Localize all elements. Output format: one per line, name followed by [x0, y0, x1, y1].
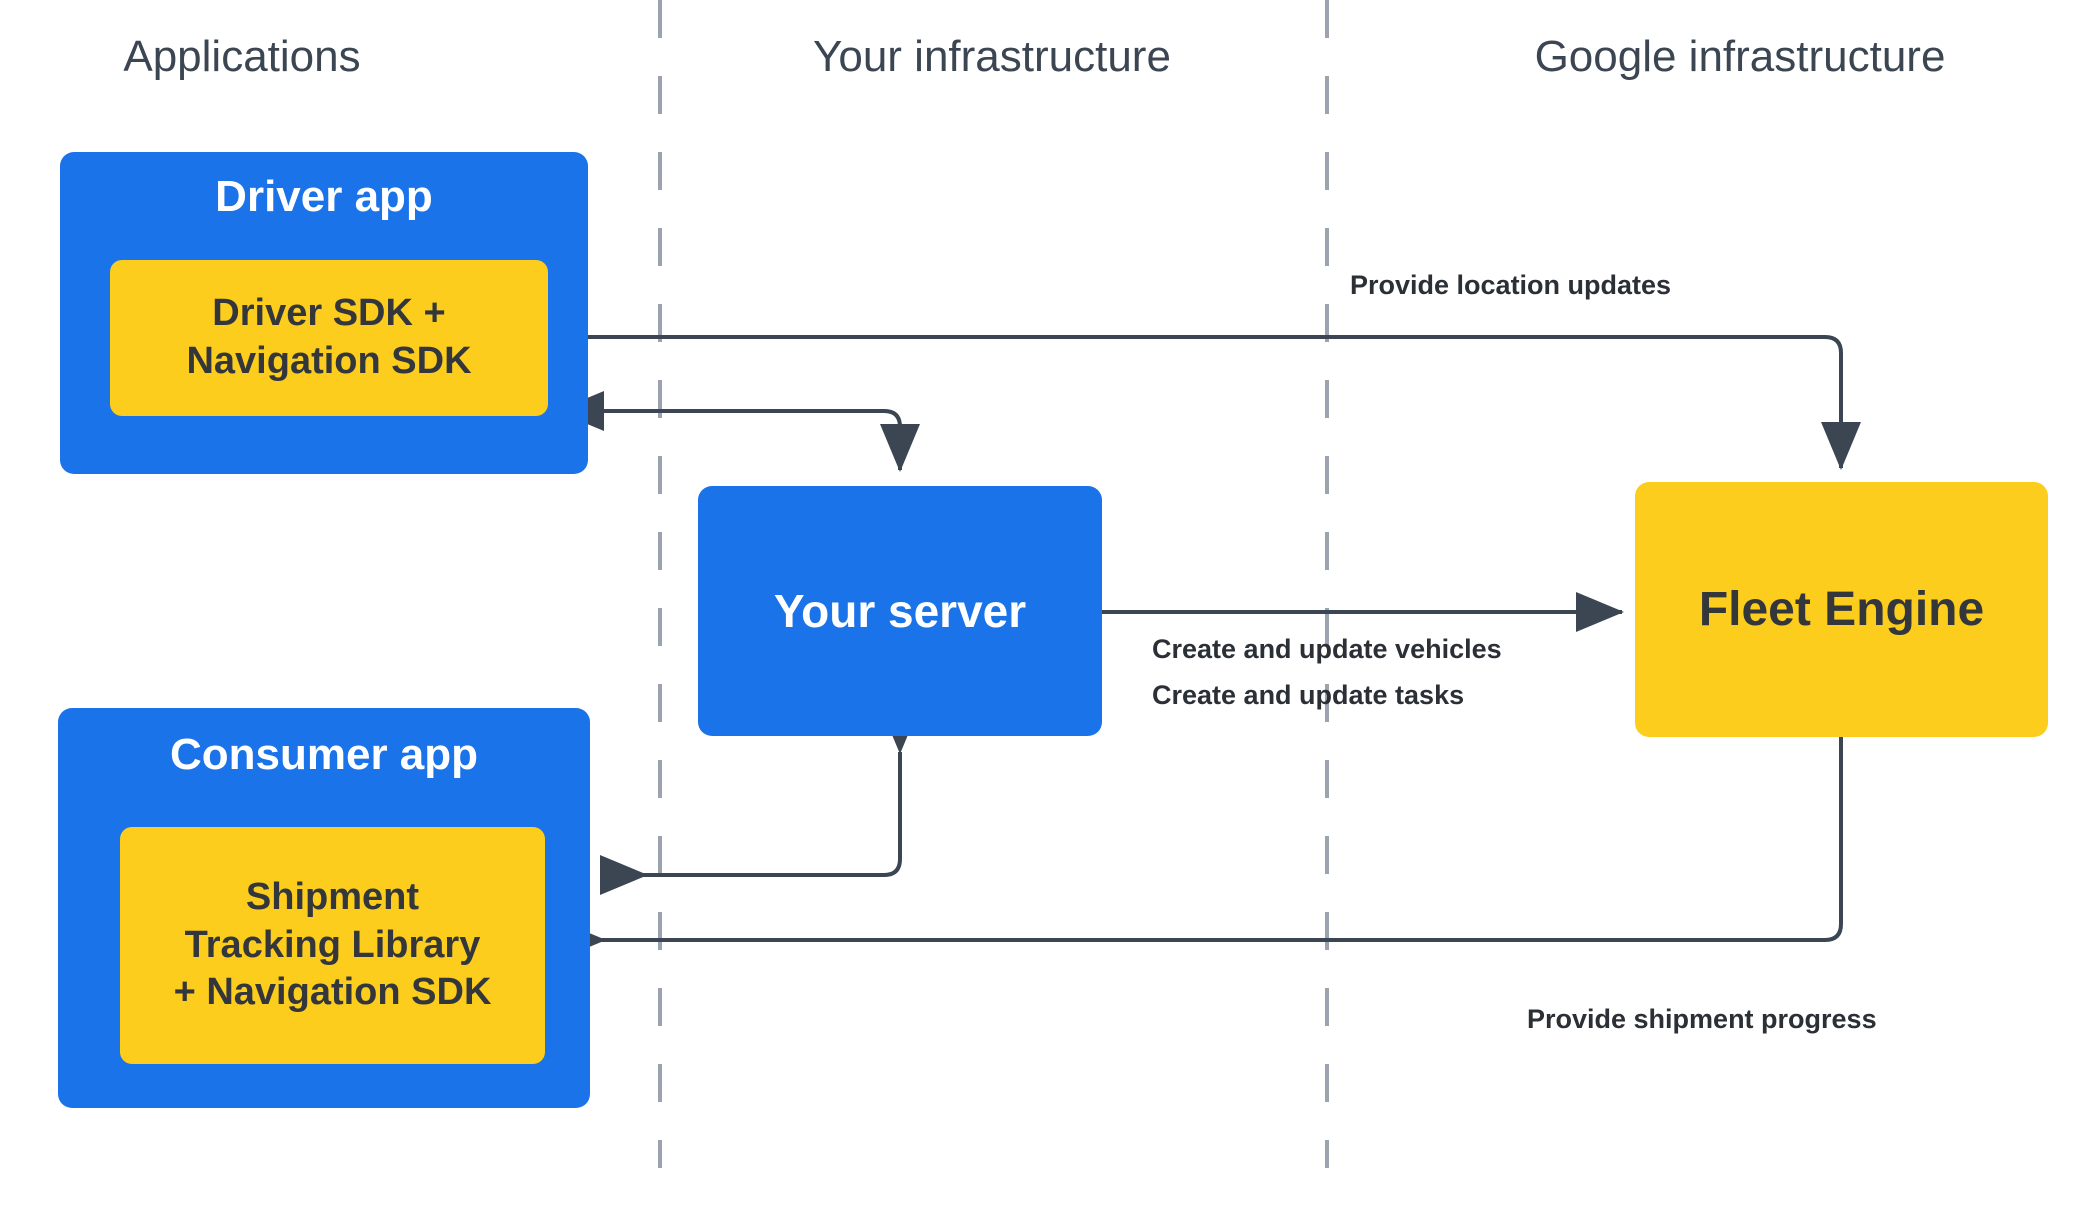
- edge-label-create-update-vehicles: Create and update vehicles: [1152, 634, 1502, 664]
- driver-sdk-line-2: Navigation SDK: [186, 340, 472, 382]
- node-fleet-engine[interactable]: Fleet Engine: [1635, 482, 2048, 737]
- shipment-tracking-line-1: Shipment: [245, 875, 420, 918]
- edge-your-server-to-driver-app: [556, 391, 920, 472]
- driver-sdk-line-1: Driver SDK +: [212, 292, 446, 335]
- edge-fleet-engine-to-driver-sdk: [520, 317, 1861, 470]
- column-header-your-infrastructure: Your infrastructure: [813, 32, 1171, 81]
- fleet-engine-label: Fleet Engine: [1698, 583, 1985, 636]
- shipment-tracking-line-3: + Navigation SDK: [173, 971, 492, 1014]
- edge-label-create-update-tasks: Create and update tasks: [1152, 680, 1465, 710]
- edge-label-provide-location-updates: Provide location updates: [1350, 270, 1672, 300]
- consumer-app-title: Consumer app: [169, 730, 479, 779]
- driver-app-title: Driver app: [215, 172, 433, 221]
- shipment-tracking-label: Shipment Tracking Library + Navigation S…: [174, 874, 492, 1018]
- node-driver-sdk[interactable]: Driver SDK + Navigation SDK: [110, 260, 548, 416]
- edge-fleet-engine-to-shipment-tracking: [558, 737, 1843, 960]
- column-header-google-infrastructure: Google infrastructure: [1534, 32, 1946, 81]
- driver-sdk-label: Driver SDK + Navigation SDK: [186, 290, 471, 386]
- your-server-label: Your server: [773, 585, 1027, 637]
- shipment-tracking-line-2: Tracking Library: [184, 923, 481, 966]
- node-your-server[interactable]: Your server: [698, 486, 1102, 736]
- edge-your-server-to-consumer-app: [600, 706, 920, 895]
- column-header-applications: Applications: [123, 32, 361, 81]
- node-shipment-tracking-library[interactable]: Shipment Tracking Library + Navigation S…: [120, 827, 545, 1064]
- edge-label-provide-shipment-progress: Provide shipment progress: [1527, 1004, 1877, 1034]
